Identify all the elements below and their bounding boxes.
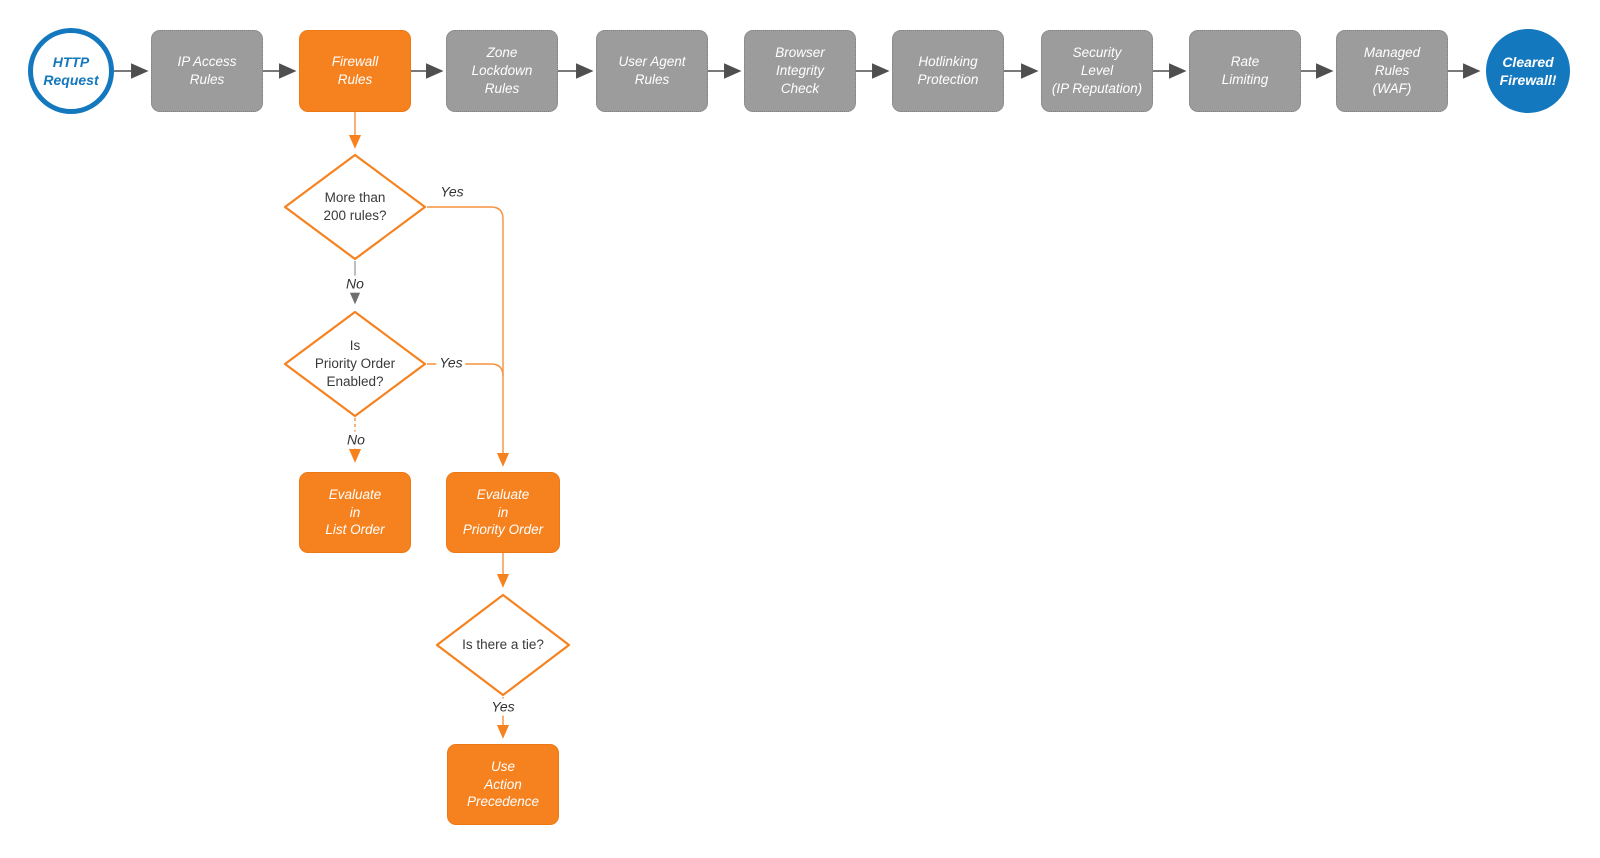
node-user-agent-rules: User Agent Rules	[596, 30, 708, 112]
diamond-shape	[283, 153, 427, 261]
node-label: Firewall Rules	[331, 54, 379, 87]
node-use-action-precedence: Use Action Precedence	[447, 744, 559, 825]
diamond-shape	[283, 310, 427, 418]
node-ip-access-rules: IP Access Rules	[151, 30, 263, 112]
node-browser-integrity-check: Browser Integrity Check	[744, 30, 856, 112]
node-label: Managed Rules (WAF)	[1363, 45, 1421, 96]
edge-label-d1-yes: Yes	[437, 183, 467, 201]
node-evaluate-in-list-order: Evaluate in List Order	[299, 472, 411, 553]
node-managed-rules-waf: Managed Rules (WAF)	[1336, 30, 1448, 112]
edge-label-d2-no: No	[344, 431, 368, 449]
node-label: Rate Limiting	[1221, 54, 1269, 87]
node-zone-lockdown-rules: Zone Lockdown Rules	[446, 30, 558, 112]
node-cleared-firewall: Cleared Firewall!	[1486, 29, 1570, 113]
node-label: Security Level (IP Reputation)	[1051, 45, 1143, 96]
decision-is-there-a-tie: Is there a tie?	[435, 593, 571, 697]
decision-priority-order-enabled: Is Priority Order Enabled?	[283, 310, 427, 418]
node-label: Cleared Firewall!	[1499, 53, 1557, 88]
edge-label-d2-yes: Yes	[436, 354, 466, 372]
node-label: Is there a tie?	[462, 637, 544, 653]
node-label: Use Action Precedence	[466, 758, 540, 810]
node-label: Browser Integrity Check	[775, 45, 825, 96]
node-label: Evaluate in Priority Order	[462, 486, 544, 538]
node-security-level: Security Level (IP Reputation)	[1041, 30, 1153, 112]
node-evaluate-in-priority-order: Evaluate in Priority Order	[446, 472, 560, 553]
node-label: Evaluate in List Order	[325, 486, 385, 538]
edge-label-d3-yes: Yes	[488, 698, 518, 716]
node-firewall-rules: Firewall Rules	[299, 30, 411, 112]
arrow-d2-yes-merge	[427, 363, 504, 377]
diamond-shape	[435, 593, 571, 697]
node-label: Zone Lockdown Rules	[471, 45, 533, 96]
node-label: Hotlinking Protection	[917, 54, 979, 87]
decision-more-than-200-rules: More than 200 rules?	[283, 153, 427, 261]
node-label: More than 200 rules?	[323, 190, 387, 223]
node-label: HTTP Request	[43, 53, 99, 88]
edge-label-d1-no: No	[343, 275, 367, 293]
node-http-request: HTTP Request	[28, 28, 114, 114]
node-label: IP Access Rules	[177, 54, 237, 87]
node-rate-limiting: Rate Limiting	[1189, 30, 1301, 112]
node-label: Is Priority Order Enabled?	[314, 338, 396, 389]
arrow-d1-yes-to-priority-order	[427, 206, 510, 467]
node-hotlinking-protection: Hotlinking Protection	[892, 30, 1004, 112]
node-label: User Agent Rules	[618, 54, 686, 87]
